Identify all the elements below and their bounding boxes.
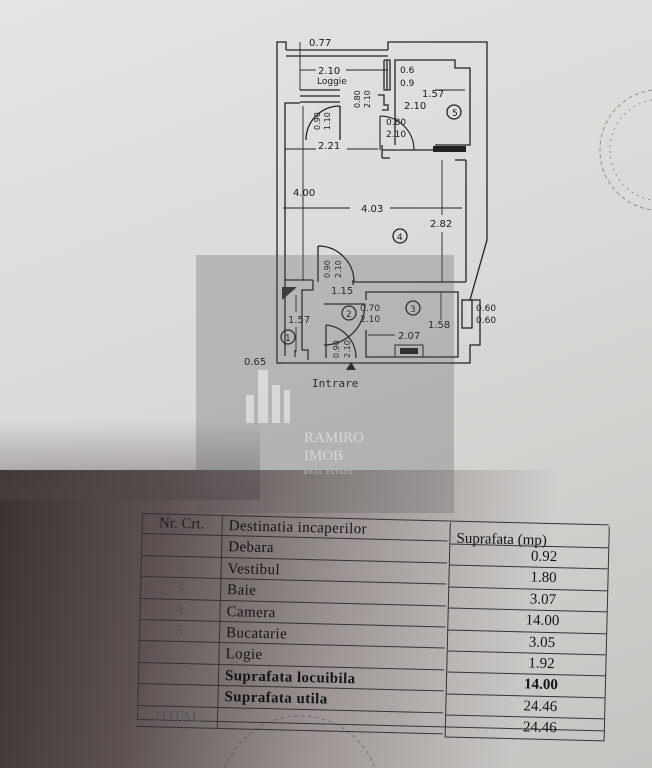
boiler-icon [282, 287, 297, 300]
room-2-marker [341, 305, 357, 321]
dim-entry-door-h: 2.10 [343, 340, 352, 358]
photo-shadow [0, 470, 652, 768]
row-name: Suprafata locuibila [224, 667, 356, 687]
room-3-number: 3 [410, 305, 416, 315]
dim-hall-width: 2.21 [318, 141, 340, 152]
wall-outer-right [277, 41, 488, 364]
dim-room-depth: 2.82 [430, 219, 452, 230]
row-nr [138, 641, 220, 664]
room-5-number: 5 [452, 109, 458, 119]
header-name: Destinatia incaperilor [228, 518, 368, 538]
dim-vestibule-width: 1.15 [331, 286, 353, 297]
room-4-marker [392, 228, 408, 244]
watermark-logo-icon [246, 370, 290, 423]
dim-kitchen-depth: 2.10 [404, 101, 426, 112]
row-nr: TOTAL [136, 705, 219, 728]
dim-loggia-width: 2.10 [318, 66, 340, 77]
room-1-number: 1 [285, 334, 291, 344]
row-name: Baie [226, 582, 257, 599]
stamp-top-right [599, 89, 652, 211]
watermark-text: RAMIRO [304, 430, 365, 446]
dim-entry-door: 0.90 [332, 340, 341, 358]
header-nr: Nr. Crt. [141, 513, 223, 536]
dim-kitchen-door: 0.80 [386, 118, 406, 128]
header-area: Suprafata (mp) [450, 522, 609, 549]
room-2-number: 2 [346, 310, 352, 320]
dim-loggia-door-h: 2.10 [363, 90, 372, 108]
dim-loggia-window-h: 1.10 [323, 112, 332, 130]
row-nr: 2 [140, 555, 222, 579]
sink-icon [400, 348, 418, 354]
row-name: Suprafata utila [224, 689, 328, 708]
label-entry: Intrare [312, 377, 358, 390]
room-1-marker [280, 329, 296, 345]
label-loggia: Loggie [317, 77, 347, 87]
dim-kitchen-door-h: 2.10 [386, 130, 406, 140]
dim-kitchen-width: 1.57 [422, 89, 444, 100]
row-name: Camera [226, 603, 276, 621]
row-name [218, 707, 224, 728]
dim-loggia-door: 0.80 [353, 90, 362, 108]
dim-bath-door: 0.70 [360, 304, 380, 314]
dim-room-door: 0.90 [323, 260, 332, 278]
row-nr: 1 [140, 534, 223, 557]
room-4-number: 4 [397, 233, 403, 243]
row-nr: 5 [138, 619, 221, 643]
row-nr [137, 662, 220, 686]
row-name: Debara [227, 539, 275, 557]
watermark-overlay: RAMIRO IMOB REAL ESTATE [196, 255, 454, 513]
dim-kitchen-window: 0.6 [400, 66, 415, 76]
dim-loggia-window: 0.90 [313, 112, 322, 130]
row-name: Vestibul [227, 560, 281, 579]
row-nr [137, 684, 219, 707]
dim-bath-width: 2.07 [398, 331, 420, 342]
stove-icon [433, 146, 466, 152]
row-name: Logie [225, 646, 263, 664]
dim-bath-depth: 1.58 [428, 320, 450, 331]
dim-room-door-h: 2.10 [334, 260, 343, 278]
room-5-marker [446, 104, 462, 120]
row-nr: 3 [139, 577, 222, 600]
dim-bath-door-h: 2.10 [360, 315, 380, 325]
dim-room-width: 4.03 [361, 204, 383, 215]
dim-kitchen-window-h: 0.9 [400, 79, 415, 89]
dim-storage-depth: 1.57 [288, 315, 310, 326]
area-value: 24.46 [445, 715, 605, 741]
watermark-text: IMOB [304, 448, 344, 464]
room-3-marker [405, 300, 421, 316]
dim-bath-window: 0.60 [476, 304, 496, 314]
watermark-text: REAL ESTATE [304, 470, 354, 476]
dim-loggia-top: 0.77 [309, 38, 331, 49]
table-area-column: Suprafata (mp) 0.92 1.80 3.07 14.00 3.05… [444, 522, 610, 741]
photo-shadow [0, 420, 260, 500]
dim-room-length: 4.00 [293, 188, 315, 199]
row-nr: 4 [139, 598, 221, 621]
dim-bath-window-h: 0.60 [476, 316, 496, 326]
dim-entry-offset: 0.65 [244, 357, 266, 368]
entry-arrow-icon [346, 362, 356, 370]
row-name: Bucatarie [225, 625, 288, 643]
